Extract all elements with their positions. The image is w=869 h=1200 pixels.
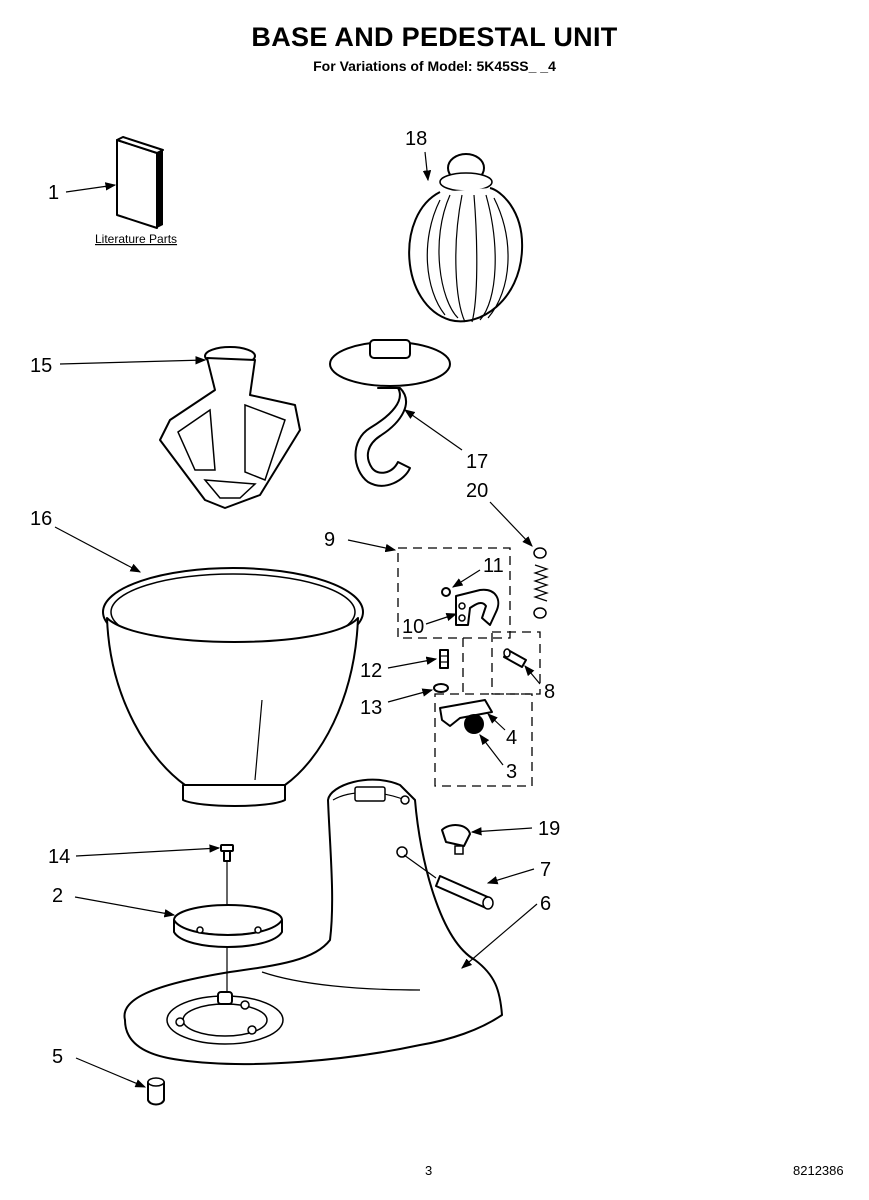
washer <box>433 683 449 693</box>
callout-3: 3 <box>506 761 517 783</box>
callout-13: 13 <box>360 697 382 719</box>
base-screw <box>220 844 234 862</box>
callout-9: 9 <box>324 529 335 551</box>
callout-8: 8 <box>544 681 555 703</box>
assembly-box-9 <box>397 547 511 639</box>
callout-14: 14 <box>48 846 70 868</box>
callout-16: 16 <box>30 508 52 530</box>
mixing-bowl <box>102 567 364 807</box>
leader-lines <box>54 151 541 1088</box>
page-number: 3 <box>425 1163 433 1178</box>
clip <box>441 824 471 855</box>
lock-lever <box>439 699 493 734</box>
callout-20: 20 <box>466 480 488 502</box>
callout-6: 6 <box>540 893 551 915</box>
assembly-box-8 <box>491 631 541 695</box>
flat-beater <box>159 346 301 509</box>
page-title: BASE AND PEDESTAL UNIT <box>251 22 618 52</box>
clamping-plate <box>173 904 283 948</box>
callout-17: 17 <box>466 451 488 473</box>
callout-15: 15 <box>30 355 52 377</box>
hinge-bracket <box>441 587 500 626</box>
callout-2: 2 <box>52 885 63 907</box>
literature-parts-label: Literature Parts <box>95 232 177 246</box>
pin <box>503 648 527 668</box>
spring <box>533 547 549 619</box>
lever-knob <box>464 714 484 734</box>
document-number: 8212386 <box>793 1163 844 1178</box>
rubber-foot <box>147 1077 165 1106</box>
wire-whip <box>408 153 524 323</box>
callout-11: 11 <box>483 555 504 577</box>
callout-4: 4 <box>506 727 517 749</box>
callout-18: 18 <box>405 128 427 150</box>
hinge-pin <box>435 875 494 910</box>
pedestal-body <box>123 778 503 1065</box>
screw <box>439 649 449 669</box>
literature-parts-booklet: Literature Parts <box>95 136 177 246</box>
model-subtitle: For Variations of Model: 5K45SS_ _4 <box>313 58 556 74</box>
callout-12: 12 <box>360 660 382 682</box>
callout-1: 1 <box>48 182 59 204</box>
callout-10: 10 <box>402 616 424 638</box>
callout-19: 19 <box>538 818 560 840</box>
callout-7: 7 <box>540 859 551 881</box>
callout-5: 5 <box>52 1046 63 1068</box>
assembly-box-3-4 <box>434 693 533 787</box>
dough-hook <box>329 339 451 487</box>
